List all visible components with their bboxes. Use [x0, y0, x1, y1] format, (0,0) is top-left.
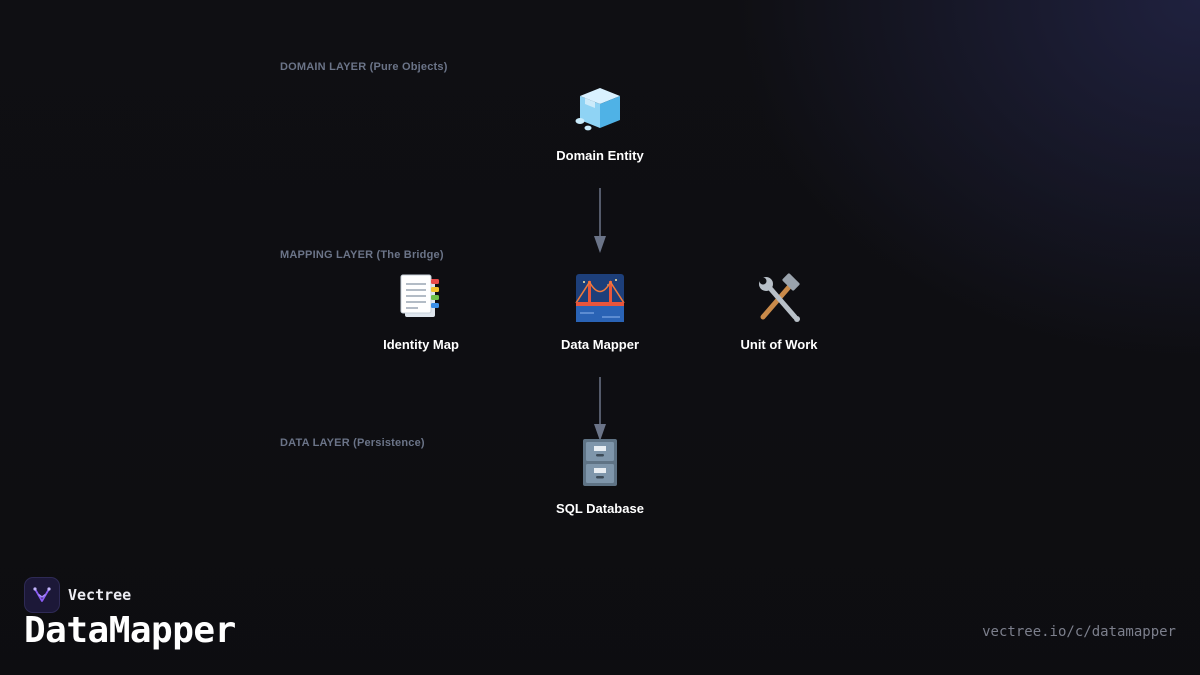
node-label: SQL Database — [556, 501, 644, 516]
page-url[interactable]: vectree.io/c/datamapper — [982, 624, 1176, 640]
node-identity-map: Identity Map — [341, 273, 501, 352]
node-label: Data Mapper — [560, 337, 640, 352]
node-label: Identity Map — [383, 337, 459, 352]
node-domain-entity: Domain Entity — [520, 84, 680, 163]
layer-label-domain: DOMAIN LAYER (Pure Objects) — [280, 61, 448, 73]
node-sql-database: SQL Database — [520, 437, 680, 516]
node-label: Unit of Work — [740, 337, 818, 352]
ice-cube-icon — [574, 84, 626, 136]
edge-data-mapper-to-sql-database — [594, 377, 606, 441]
brand: Vectree — [24, 577, 131, 613]
node-data-mapper: Data Mapper — [520, 273, 680, 352]
page-title: DataMapper — [24, 610, 236, 651]
bookmark-tabs-icon — [395, 273, 447, 325]
node-label: Domain Entity — [556, 148, 644, 163]
vectree-logo-icon — [24, 577, 60, 613]
layer-label-data: DATA LAYER (Persistence) — [280, 437, 425, 449]
file-cabinet-icon — [574, 437, 626, 489]
bridge-at-night-icon — [574, 273, 626, 325]
node-unit-of-work: Unit of Work — [699, 273, 859, 352]
layer-label-mapping: MAPPING LAYER (The Bridge) — [280, 249, 444, 261]
edge-domain-entity-to-data-mapper — [594, 188, 606, 253]
brand-name: Vectree — [68, 586, 132, 604]
hammer-and-wrench-icon — [753, 273, 805, 325]
